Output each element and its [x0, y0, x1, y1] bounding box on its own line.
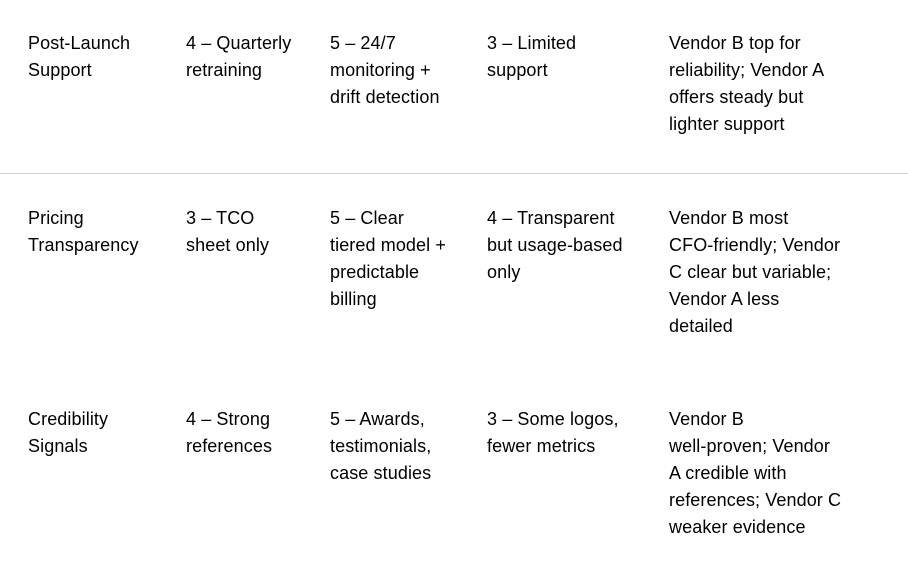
cell-vendor-a-score: 4 – Strong references [186, 409, 273, 456]
cell-notes: Vendor B most CFO-friendly; Vendor C cle… [669, 208, 841, 336]
cell-criterion: Pricing Transparency [28, 208, 139, 255]
table-row: Pricing Transparency 3 – TCO sheet only … [28, 205, 880, 340]
cell-notes: Vendor B top for reliability; Vendor A o… [669, 33, 825, 134]
cell-vendor-b-score: 5 – Awards, testimonials, case studies [330, 409, 432, 483]
cell-vendor-c-score: 4 – Transparent but usage-based only [487, 208, 623, 282]
table-row: Post-Launch Support 4 – Quarterly retrai… [28, 30, 880, 138]
cell-notes: Vendor B well-proven; Vendor A credible … [669, 409, 842, 537]
cell-criterion: Credibility Signals [28, 409, 109, 456]
row-divider [0, 173, 908, 174]
cell-vendor-c-score: 3 – Some logos, fewer metrics [487, 409, 619, 456]
cell-vendor-b-score: 5 – 24/7 monitoring + drift detection [330, 33, 440, 107]
cell-vendor-a-score: 4 – Quarterly retraining [186, 33, 292, 80]
cell-vendor-a-score: 3 – TCO sheet only [186, 208, 270, 255]
cell-criterion: Post-Launch Support [28, 33, 131, 80]
cell-vendor-b-score: 5 – Clear tiered model + predictable bil… [330, 208, 446, 309]
table-row: Credibility Signals 4 – Strong reference… [28, 406, 880, 541]
cell-vendor-c-score: 3 – Limited support [487, 33, 577, 80]
